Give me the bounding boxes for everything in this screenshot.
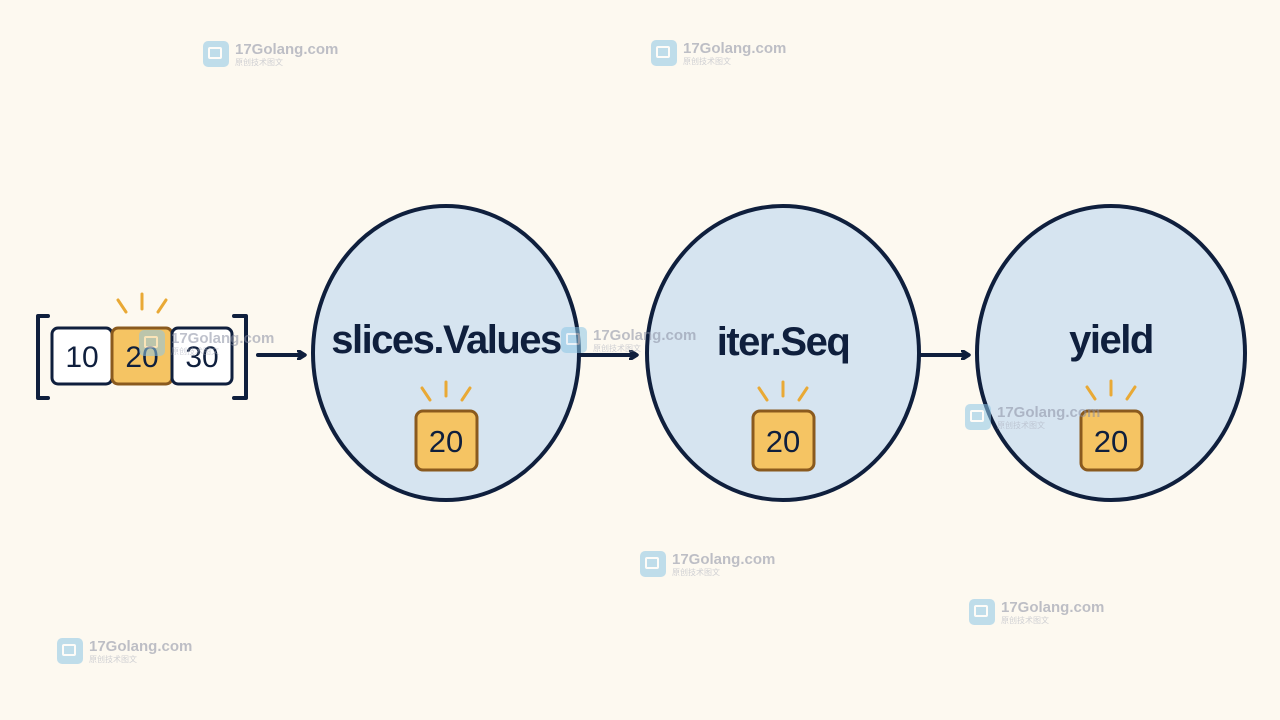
slice-cell: 10: [50, 326, 114, 386]
node-iter-seq: iter.Seq 20: [645, 204, 921, 502]
slice-group: 10 20 30: [36, 292, 248, 400]
slice-left-bracket: [36, 314, 50, 400]
node-label: yield: [1069, 318, 1153, 362]
slice-cell: 30: [170, 326, 234, 386]
value-badge-text: 20: [1094, 424, 1128, 459]
slice-cell-value: 10: [65, 341, 98, 374]
value-badge: [414, 409, 479, 472]
node-yield: yield 20: [975, 204, 1247, 502]
value-badge-text: 20: [766, 424, 800, 459]
sparkle-icon: [1085, 379, 1137, 401]
node-label: slices.Values: [331, 318, 561, 362]
node-label: iter.Seq: [717, 320, 850, 364]
sparkle-icon: [420, 380, 472, 402]
slice-right-bracket: [232, 314, 248, 400]
slice-cell-highlighted: 20: [110, 326, 174, 386]
slice-cell-value: 20: [125, 341, 158, 374]
value-badge: [751, 409, 816, 472]
value-badge: [1079, 409, 1144, 472]
sparkle-icon: [116, 292, 168, 314]
value-badge-text: 20: [429, 424, 463, 459]
slice-cell-value: 30: [185, 341, 218, 374]
node-slices-values: slices.Values 20: [311, 204, 581, 502]
sparkle-icon: [757, 380, 809, 402]
